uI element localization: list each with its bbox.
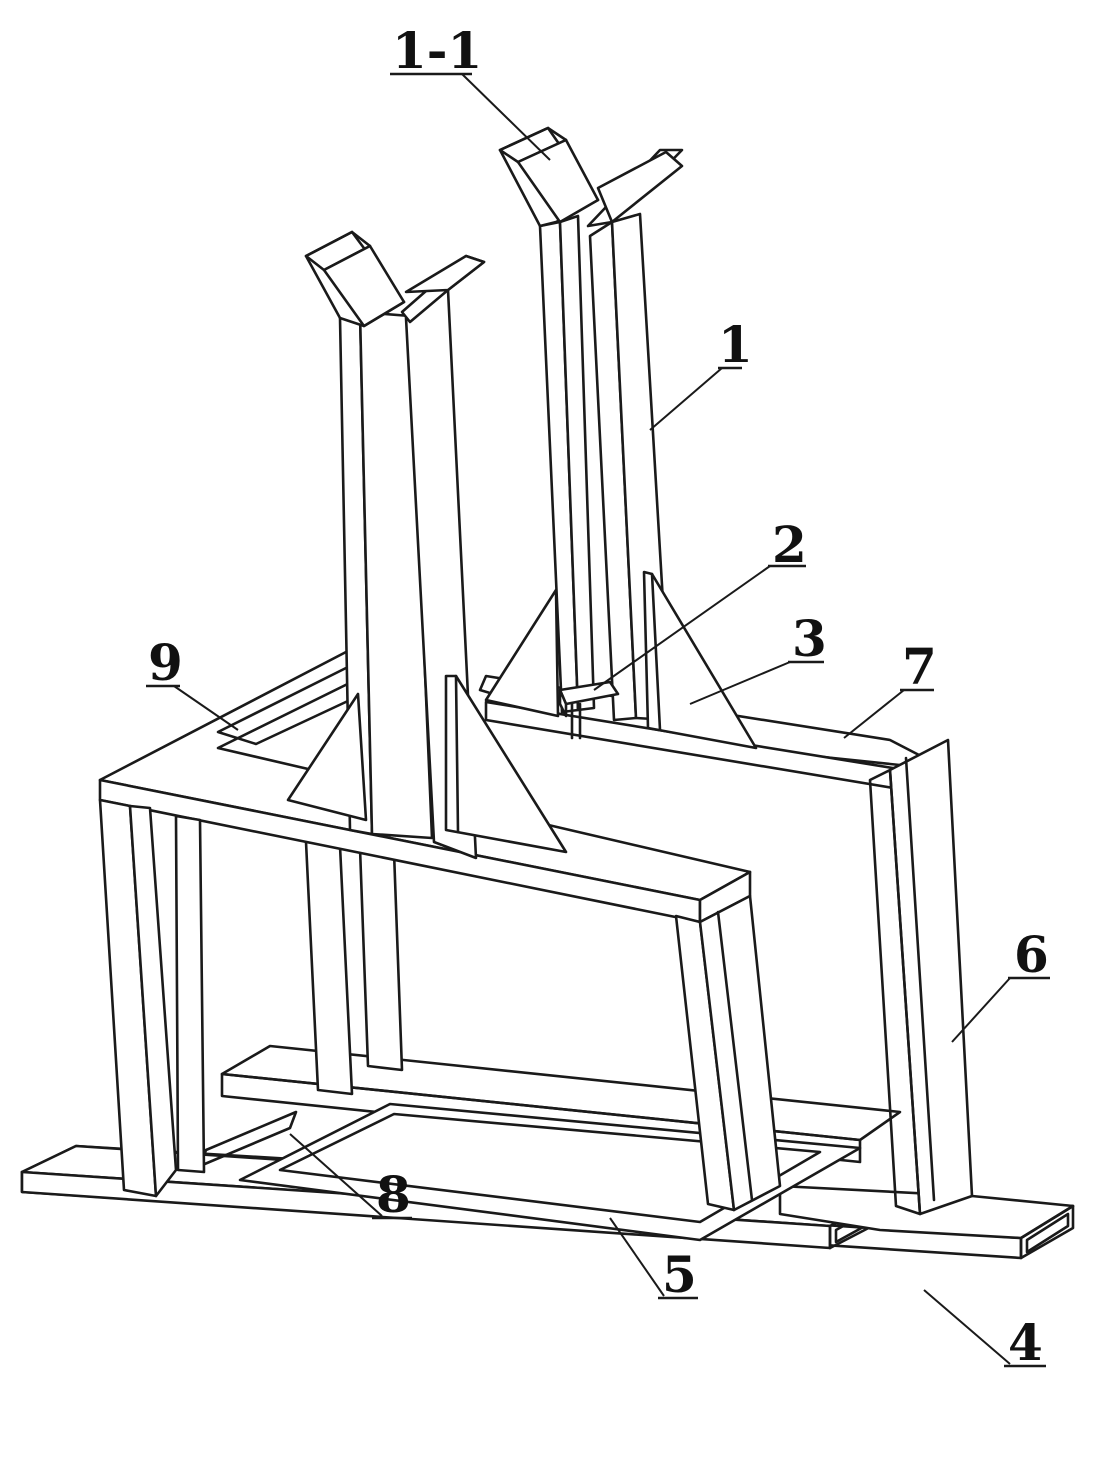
- labels: 1-1 1 2 3 7 9 6 8 5 4: [148, 21, 1049, 1372]
- label-2: 2: [772, 515, 807, 574]
- label-underlines: [146, 72, 1050, 1368]
- label-8: 8: [376, 1165, 411, 1224]
- label-7: 7: [902, 637, 937, 696]
- label-6: 6: [1014, 925, 1049, 984]
- label-1-1: 1-1: [392, 21, 482, 80]
- label-3: 3: [792, 609, 827, 668]
- leader-lines: [173, 73, 1011, 1365]
- rear-v-stand: [484, 126, 758, 750]
- rear-frame: [304, 674, 974, 1216]
- label-9: 9: [148, 633, 183, 692]
- label-4: 4: [1008, 1313, 1043, 1372]
- front-v-stand: [286, 230, 568, 860]
- label-5: 5: [662, 1245, 697, 1304]
- label-1: 1: [718, 315, 753, 374]
